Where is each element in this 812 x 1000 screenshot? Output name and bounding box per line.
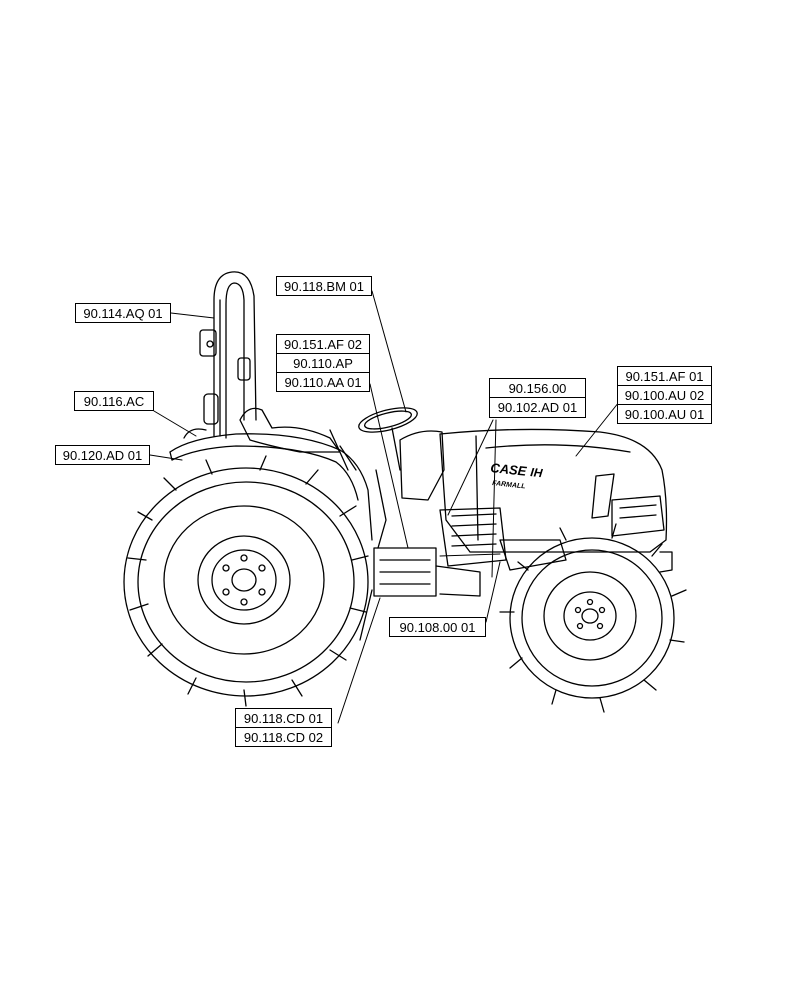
callout-label: 90.156.00 xyxy=(489,378,586,398)
seat-and-fender xyxy=(169,407,373,541)
callout-label: 90.118.CD 02 xyxy=(235,727,332,747)
front-wheel xyxy=(499,523,687,713)
hood-model-text: FARMALL xyxy=(492,480,526,490)
callout-label: 90.118.CD 01 xyxy=(235,708,332,728)
rops-roll-bar xyxy=(199,271,257,439)
engine-block xyxy=(359,507,673,641)
callout-label: 90.114.AQ 01 xyxy=(75,303,171,323)
callout-label: 90.118.BM 01 xyxy=(276,276,372,296)
leader-lines xyxy=(149,290,620,724)
callout-label: 90.151.AF 01 xyxy=(617,366,712,386)
callout-stack: 90.156.00 90.102.AD 01 xyxy=(489,378,586,418)
callout-label: 90.108.00 01 xyxy=(389,617,486,637)
callout-stack: 90.118.CD 01 90.118.CD 02 xyxy=(235,708,332,747)
callout-label: 90.110.AA 01 xyxy=(276,372,370,392)
engine-hood xyxy=(439,428,668,553)
callout-label: 90.116.AC xyxy=(74,391,154,411)
hood-brand-text: CASE xyxy=(490,460,528,479)
callout-stack: 90.151.AF 01 90.100.AU 02 90.100.AU 01 xyxy=(617,366,712,424)
callout-label: 90.100.AU 01 xyxy=(617,404,712,424)
callout-label: 90.151.AF 02 xyxy=(276,334,370,354)
callout-label: 90.102.AD 01 xyxy=(489,397,586,418)
callout-label: 90.100.AU 02 xyxy=(617,385,712,405)
steering-wheel xyxy=(329,407,445,549)
callout-label: 90.110.AP xyxy=(276,353,370,373)
callout-label: 90.120.AD 01 xyxy=(55,445,150,465)
callout-stack: 90.151.AF 02 90.110.AP 90.110.AA 01 xyxy=(276,334,370,392)
rear-wheel xyxy=(123,455,369,707)
hood-brand-suffix: IH xyxy=(530,465,544,480)
